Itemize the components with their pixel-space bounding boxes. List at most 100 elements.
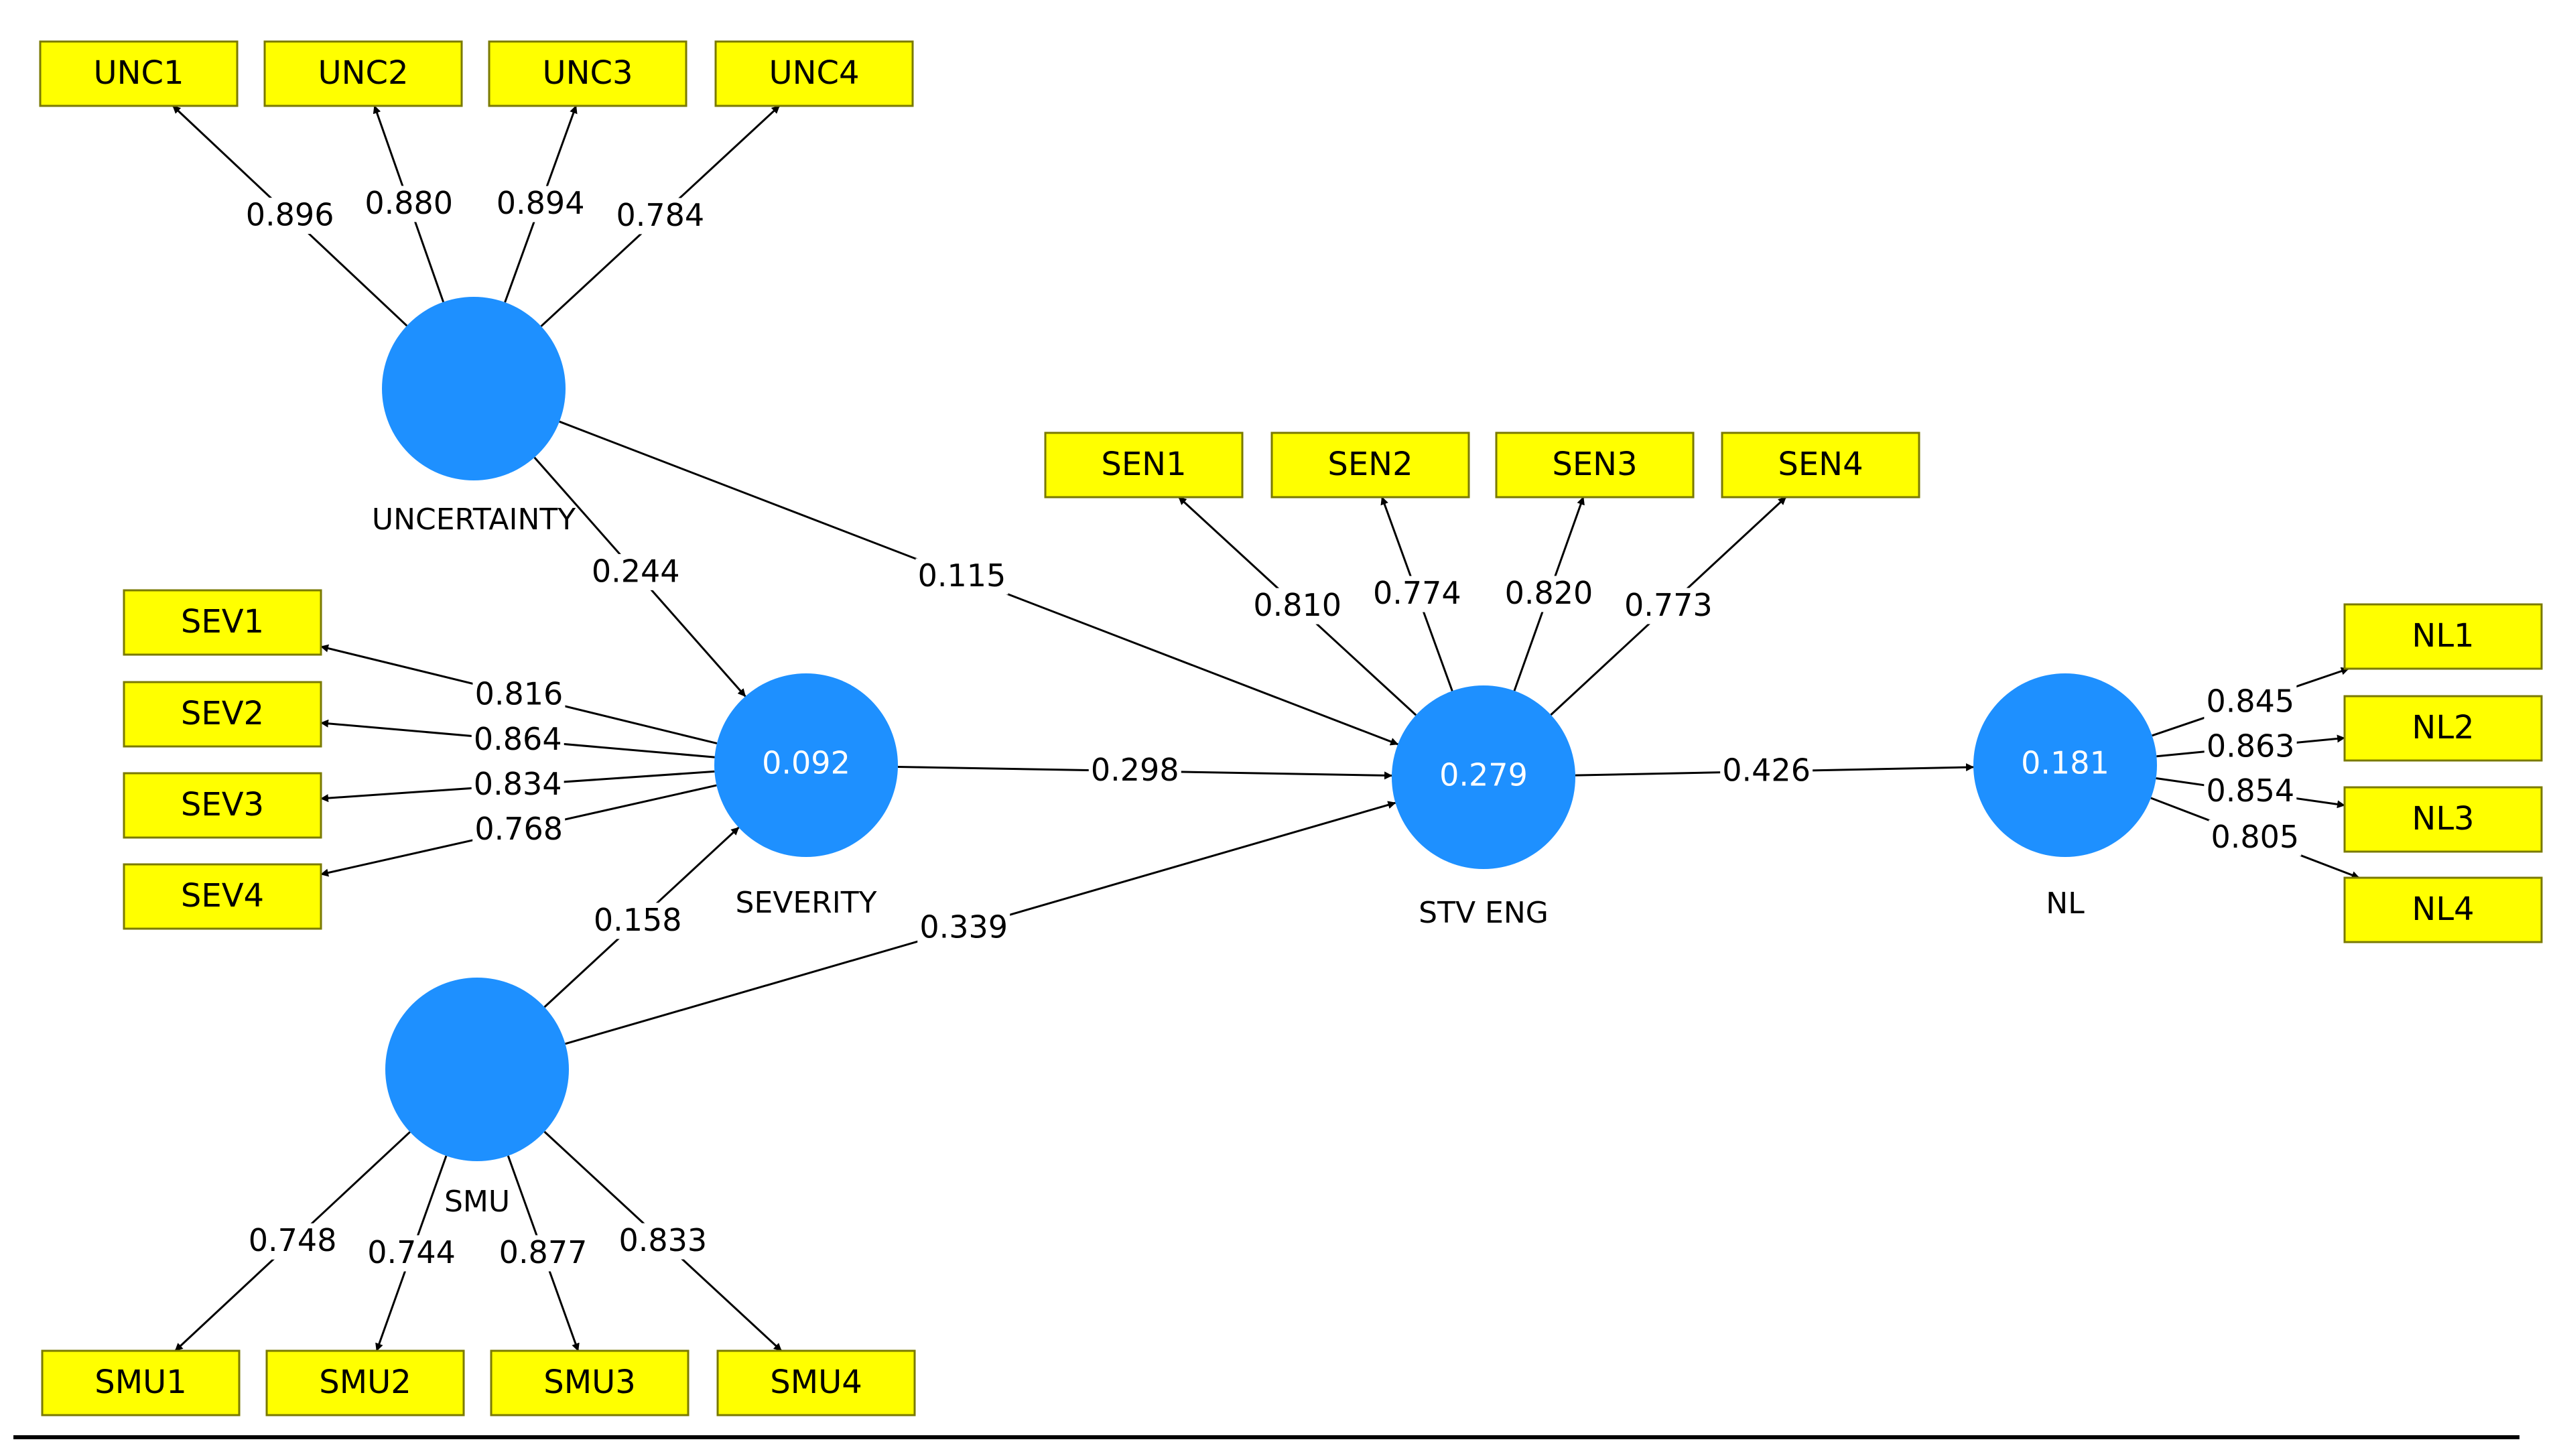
latent-circle [382, 297, 566, 480]
indicator-box [123, 772, 322, 839]
loading-value-unc3-bg [494, 186, 587, 222]
latent-label: SMU [444, 1185, 510, 1219]
loading-value-nl1-bg [2204, 683, 2297, 720]
loading-value-nl4: 0.805 [2211, 819, 2299, 855]
loading-value-nl3: 0.854 [2206, 773, 2294, 809]
latent-uncertainty[interactable]: UNCERTAINTY [372, 297, 576, 537]
loading-value-sev2: 0.864 [474, 721, 562, 757]
path-coef-smu-severity-bg [591, 903, 684, 939]
indicator-box [123, 681, 322, 748]
loading-value-unc1: 0.896 [246, 197, 334, 233]
latent-circle [1973, 673, 2157, 857]
latent-circle [1392, 685, 1575, 869]
loading-value-sen4-bg [1622, 588, 1715, 624]
loading-value-sen1-bg [1251, 588, 1344, 624]
indicator-sev4[interactable]: SEV4 [123, 863, 322, 930]
indicator-unc1[interactable]: UNC1 [39, 40, 239, 107]
indicator-box [716, 1349, 916, 1416]
indicator-label: NL4 [2412, 890, 2474, 928]
indicator-box [2343, 695, 2543, 762]
indicator-box [1044, 432, 1244, 499]
indicator-box [2343, 876, 2543, 943]
loading-value-unc3: 0.894 [497, 185, 585, 221]
loading-value-smu4-bg [616, 1223, 710, 1260]
indicator-box [123, 863, 322, 930]
indicator-label: UNC3 [542, 54, 633, 92]
indicator-unc3[interactable]: UNC3 [488, 40, 687, 107]
indicator-box [1270, 432, 1470, 499]
indicator-label: UNC2 [318, 54, 408, 92]
path-coef-uncertainty-stv-eng-bg [915, 558, 1008, 595]
loading-value-sen1: 0.810 [1253, 587, 1341, 623]
indicator-label: SEN4 [1778, 446, 1863, 483]
indicator-label: SEN2 [1327, 446, 1413, 483]
latent-r2-value: 0.181 [2021, 745, 2109, 781]
latent-circle [385, 978, 569, 1161]
indicator-box [123, 589, 322, 656]
indicator-smu3[interactable]: SMU3 [490, 1349, 690, 1416]
indicator-smu4[interactable]: SMU4 [716, 1349, 916, 1416]
indicator-unc4[interactable]: UNC4 [714, 40, 914, 107]
indicator-label: UNC4 [769, 54, 859, 92]
loading-value-nl3-bg [2204, 773, 2297, 810]
indicator-box [2343, 786, 2543, 853]
indicator-smu2[interactable]: SMU2 [265, 1349, 465, 1416]
loading-value-unc4-bg [614, 198, 707, 235]
indicator-box [490, 1349, 690, 1416]
indicator-sen2[interactable]: SEN2 [1270, 432, 1470, 499]
latent-r2-value: 0.279 [1439, 757, 1528, 793]
loading-value-unc2: 0.880 [365, 185, 453, 221]
loading-value-sev4-bg [472, 811, 566, 848]
path-coef-smu-stv-eng: 0.339 [919, 909, 1008, 945]
indicator-label: UNC1 [93, 54, 184, 92]
indicator-sen1[interactable]: SEN1 [1044, 432, 1244, 499]
path-coef-uncertainty-severity: 0.244 [592, 553, 680, 589]
loading-value-sev1: 0.816 [475, 676, 564, 712]
latent-label: SEVERITY [736, 886, 877, 920]
indicator-label: SEV4 [181, 877, 264, 915]
path-coef-smu-severity: 0.158 [594, 902, 682, 938]
latent-smu[interactable]: SMU [385, 978, 569, 1219]
loading-value-nl1: 0.845 [2206, 683, 2294, 719]
indicator-sen4[interactable]: SEN4 [1721, 432, 1920, 499]
loading-value-sev3-bg [471, 767, 564, 803]
indicator-label: SMU4 [770, 1364, 862, 1401]
indicator-nl2[interactable]: NL2 [2343, 695, 2543, 762]
indicator-label: NL3 [2412, 800, 2474, 838]
loading-value-smu2: 0.744 [367, 1234, 456, 1270]
indicator-box [41, 1349, 241, 1416]
loading-value-sen2-bg [1370, 576, 1463, 612]
indicator-sev1[interactable]: SEV1 [123, 589, 322, 656]
loading-value-sev2-bg [471, 722, 564, 758]
loading-value-sen3: 0.820 [1505, 575, 1593, 611]
indicator-nl1[interactable]: NL1 [2343, 603, 2543, 670]
indicator-sen3[interactable]: SEN3 [1495, 432, 1695, 499]
loading-value-nl4-bg [2209, 819, 2302, 856]
indicator-box [714, 40, 914, 107]
latent-label: UNCERTAINTY [372, 503, 576, 537]
indicator-label: SEV3 [181, 786, 264, 823]
indicator-box [488, 40, 687, 107]
indicator-box [1721, 432, 1920, 499]
latent-r2-value: 0.092 [762, 745, 850, 781]
path-coef-severity-stv-eng-bg [1088, 752, 1181, 789]
indicator-unc2[interactable]: UNC2 [263, 40, 463, 107]
indicator-box [1495, 432, 1695, 499]
indicator-smu1[interactable]: SMU1 [41, 1349, 241, 1416]
loading-value-sev4: 0.768 [474, 811, 563, 847]
loading-value-unc1-bg [243, 198, 336, 235]
indicator-sev2[interactable]: SEV2 [123, 681, 322, 748]
path-coef-stv-eng-nl-bg [1720, 753, 1813, 790]
indicator-nl4[interactable]: NL4 [2343, 876, 2543, 943]
latent-circle [714, 673, 898, 857]
indicator-nl3[interactable]: NL3 [2343, 786, 2543, 853]
path-coef-uncertainty-severity-bg [589, 553, 682, 590]
indicator-label: SEN1 [1101, 446, 1186, 483]
indicator-sev3[interactable]: SEV3 [123, 772, 322, 839]
path-coef-smu-stv-eng-bg [917, 910, 1010, 947]
path-coef-severity-stv-eng: 0.298 [1091, 752, 1179, 788]
